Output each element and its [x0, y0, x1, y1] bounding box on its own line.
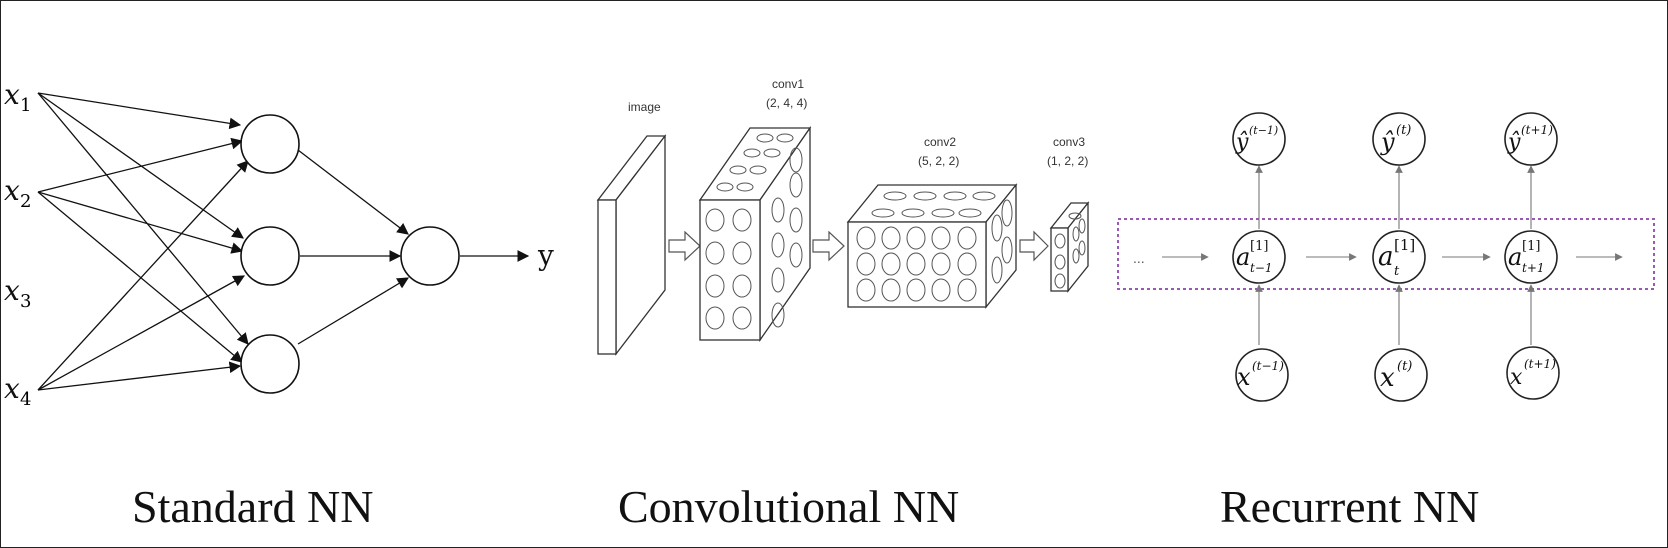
svg-text:[1]: [1]: [1394, 236, 1415, 254]
conv-arrow-3: [1019, 230, 1049, 262]
svg-text:2: 2: [20, 191, 31, 212]
conv3-block: conv3 (1, 2, 2): [1047, 135, 1090, 293]
svg-text:[1]: [1]: [1250, 239, 1268, 254]
svg-text:x: x: [1237, 363, 1251, 391]
conv1-shape: (2, 4, 4): [766, 96, 807, 110]
svg-text:x: x: [1380, 363, 1395, 393]
hidden-node-t-minus-1: a [1] t−1: [1232, 230, 1286, 284]
standard-nn-caption: Standard NN: [132, 481, 373, 532]
conv3-label: conv3: [1053, 135, 1085, 149]
conv2-label: conv2: [924, 135, 956, 149]
hidden-edges: [297, 149, 530, 345]
output-node-t: ŷ (t): [1372, 112, 1426, 166]
svg-text:x: x: [4, 372, 20, 405]
svg-text:a: a: [1508, 243, 1522, 271]
input-x2: x 2: [4, 174, 31, 212]
input-node-t-minus-1: x (t−1): [1235, 348, 1289, 402]
input-node-t-plus-1: x (t+1): [1506, 346, 1560, 400]
svg-text:1: 1: [20, 95, 31, 116]
svg-text:t+1: t+1: [1522, 261, 1545, 275]
svg-text:t−1: t−1: [1250, 261, 1273, 275]
svg-text:x: x: [4, 78, 20, 111]
svg-text:ŷ: ŷ: [1235, 130, 1249, 155]
hidden-node-2: [240, 226, 300, 286]
conv3-shape: (1, 2, 2): [1047, 154, 1088, 168]
svg-text:3: 3: [20, 291, 31, 312]
conv2-block: conv2 (5, 2, 2): [846, 135, 1018, 309]
hidden-node-t: a [1] t: [1372, 230, 1426, 284]
conv-nn-diagram: image: [596, 77, 1090, 532]
recurrent-nn-diagram: ... ŷ (t−1) ŷ (t) ŷ (t+1): [1117, 112, 1655, 532]
conv1-block: conv1 (2, 4, 4): [698, 77, 812, 343]
input-x1: x 1: [4, 78, 31, 116]
image-slab: image: [596, 100, 667, 356]
output-label-y: y: [537, 239, 554, 272]
input-node-t: x (t): [1374, 348, 1428, 402]
hidden-node-3: [240, 334, 300, 394]
ellipsis-label: ...: [1133, 250, 1145, 266]
svg-text:x: x: [1510, 365, 1523, 390]
input-x3: x 3: [4, 274, 31, 312]
image-label: image: [628, 100, 661, 114]
output-node: [400, 226, 460, 286]
output-node-t-plus-1: ŷ (t+1): [1504, 112, 1558, 166]
svg-text:(t−1): (t−1): [1249, 124, 1278, 137]
hidden-node-t-plus-1: a [1] t+1: [1504, 230, 1558, 284]
svg-text:a: a: [1378, 242, 1394, 272]
conv-nn-caption: Convolutional NN: [618, 481, 959, 532]
conv2-shape: (5, 2, 2): [918, 154, 959, 168]
recurrent-nn-caption: Recurrent NN: [1220, 481, 1479, 532]
svg-text:x: x: [4, 174, 20, 207]
svg-text:(t+1): (t+1): [1524, 357, 1556, 371]
svg-text:t: t: [1394, 264, 1400, 279]
svg-text:[1]: [1]: [1522, 239, 1540, 254]
conv1-label: conv1: [772, 77, 804, 91]
conv-arrow-2: [812, 230, 845, 262]
svg-text:a: a: [1236, 243, 1250, 271]
svg-text:(t+1): (t+1): [1521, 123, 1553, 137]
svg-text:(t): (t): [1397, 359, 1412, 374]
svg-text:ŷ: ŷ: [1507, 130, 1521, 155]
recurrent-dashed-box: [1117, 218, 1655, 290]
conv-arrow-1: [668, 230, 701, 262]
svg-text:x: x: [4, 274, 20, 307]
standard-nn-diagram: x 1 x 2 x 3 x 4: [4, 78, 554, 532]
hidden-node-1: [240, 114, 300, 174]
input-edges: [37, 92, 249, 391]
svg-text:ŷ: ŷ: [1380, 128, 1395, 156]
svg-text:4: 4: [20, 389, 31, 410]
svg-text:(t): (t): [1396, 123, 1411, 138]
output-node-t-minus-1: ŷ (t−1): [1232, 112, 1286, 166]
input-x4: x 4: [4, 372, 31, 410]
svg-text:(t−1): (t−1): [1252, 359, 1284, 373]
